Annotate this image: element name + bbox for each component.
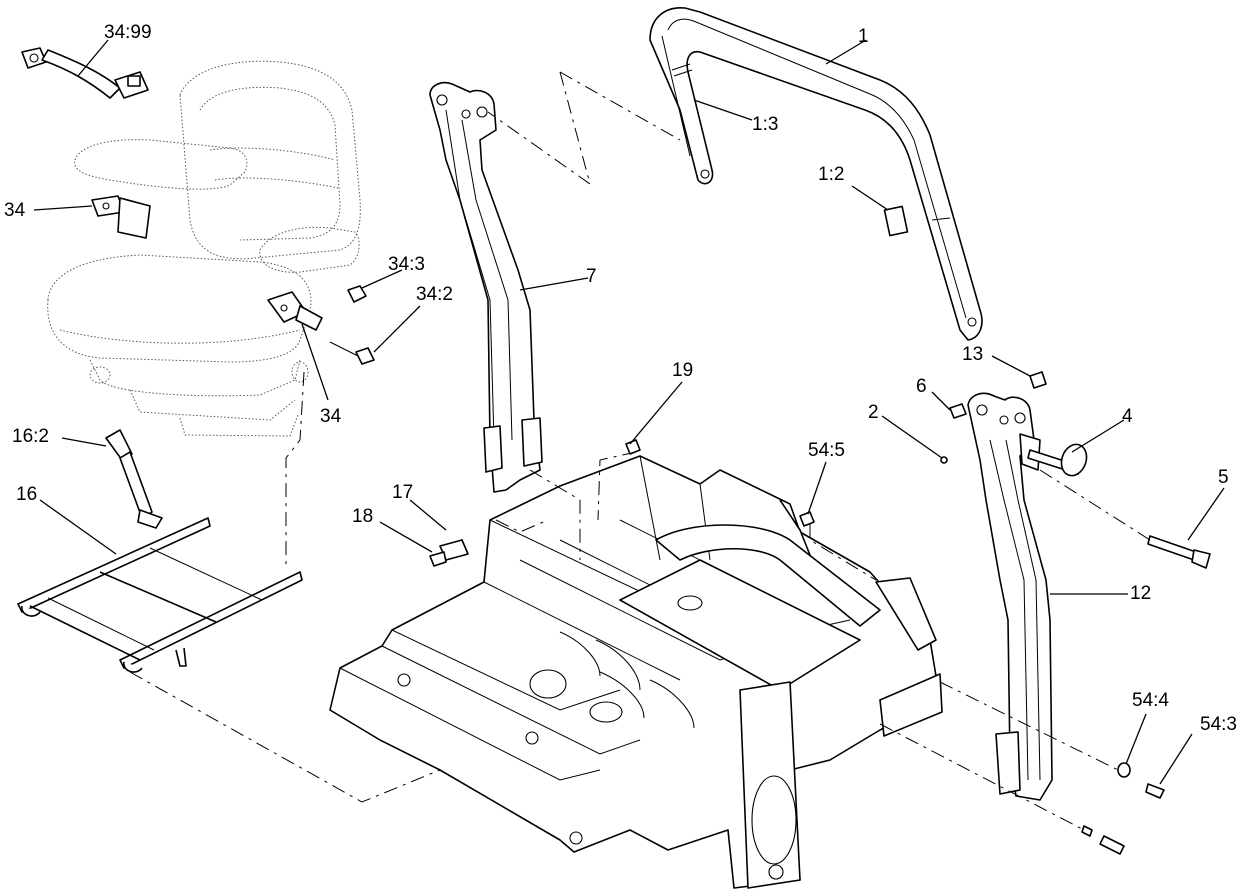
callout-2: 2 — [868, 402, 879, 423]
callout-12: 12 — [1130, 583, 1151, 604]
callout-1-3: 1:3 — [752, 114, 778, 135]
callout-54-4: 54:4 — [1132, 690, 1169, 711]
callout-34-3: 34:3 — [388, 254, 425, 275]
seat-adjust-lever-part — [105, 429, 163, 529]
rops-right-post-part — [967, 392, 1053, 801]
rops-pin-part — [1027, 443, 1088, 477]
rops-upper-hoop-part — [649, 7, 983, 341]
seat-belt-latch-part — [91, 195, 151, 239]
assembly-lines — [129, 71, 1151, 831]
callout-18: 18 — [352, 506, 373, 527]
callout-7: 7 — [586, 266, 597, 287]
callout-19: 19 — [672, 360, 693, 381]
callout-labels: 1 1:2 1:3 2 4 5 6 7 12 13 16 16:2 17 18 … — [4, 22, 1237, 735]
main-frame-weldment — [329, 455, 943, 889]
callout-1-2: 1:2 — [818, 164, 844, 185]
callout-54-3: 54:3 — [1200, 714, 1237, 735]
callout-4: 4 — [1122, 406, 1133, 427]
callout-54-5: 54:5 — [808, 440, 845, 461]
seat-mount-plate-part — [17, 517, 303, 673]
rops-left-post-part — [429, 81, 543, 493]
small-hardware — [429, 371, 1165, 855]
callout-34-99: 34:99 — [104, 22, 152, 43]
rops-bolt-part — [1147, 535, 1211, 569]
callout-17: 17 — [392, 482, 413, 503]
callout-16-2: 16:2 — [12, 426, 49, 447]
leader-lines — [33, 39, 1225, 785]
callout-34-bottom: 34 — [320, 406, 342, 427]
callout-34-2: 34:2 — [416, 284, 453, 305]
callout-16: 16 — [16, 484, 37, 505]
seat-outline — [47, 60, 361, 437]
callout-5: 5 — [1218, 467, 1229, 488]
seat-belt-anchor-part — [267, 291, 323, 331]
seat-hardware — [329, 285, 375, 365]
callout-34-left: 34 — [4, 200, 26, 221]
callout-1: 1 — [858, 26, 869, 47]
seat-belt-buckle-part — [21, 47, 149, 99]
callout-6: 6 — [916, 376, 927, 397]
callout-13: 13 — [962, 344, 983, 365]
